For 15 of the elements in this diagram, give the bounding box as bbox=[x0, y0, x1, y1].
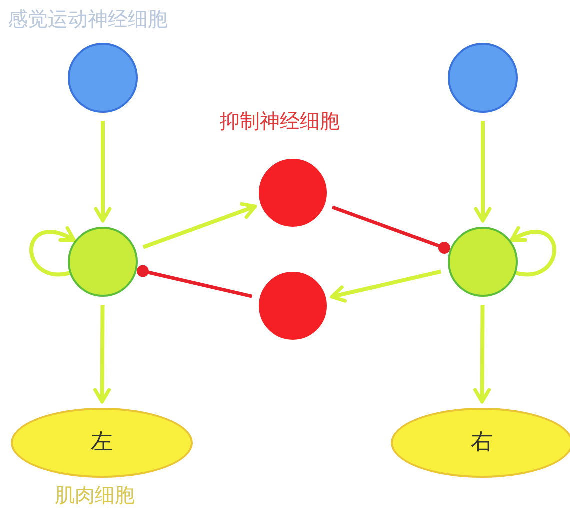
cell-label: 右 bbox=[471, 432, 493, 454]
arrow bbox=[94, 121, 112, 223]
cell-type-label: 肌肉细胞 bbox=[55, 482, 135, 509]
arrow bbox=[94, 305, 112, 404]
arrow bbox=[474, 121, 492, 223]
arrow bbox=[30, 227, 76, 277]
arrow bbox=[474, 305, 492, 404]
arrow bbox=[142, 202, 258, 250]
arrow bbox=[510, 227, 556, 277]
arrow bbox=[330, 270, 442, 303]
inhibition-line bbox=[136, 265, 252, 298]
cell-label: 左 bbox=[91, 432, 113, 454]
cell-type-label: 感觉运动神经细胞 bbox=[8, 6, 168, 33]
cell-type-label: 抑制神经细胞 bbox=[220, 108, 340, 135]
inhibition-line bbox=[332, 206, 450, 254]
